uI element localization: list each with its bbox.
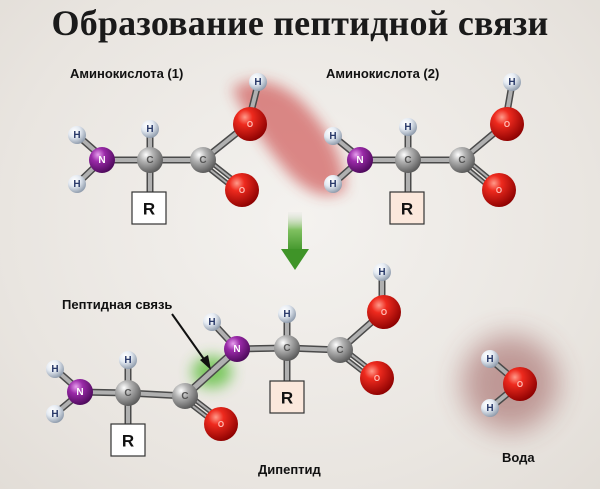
svg-text:O: O (496, 186, 502, 195)
svg-text:H: H (404, 122, 411, 133)
svg-text:N: N (76, 387, 83, 398)
nitrogen-atom: N (89, 147, 115, 173)
hydrogen-atom: H (249, 73, 267, 91)
svg-text:N: N (356, 155, 363, 166)
svg-text:C: C (124, 388, 131, 399)
svg-text:C: C (458, 155, 465, 166)
svg-text:O: O (381, 308, 387, 317)
water-removal-highlight (232, 81, 345, 195)
hydrogen-atom: H (373, 263, 391, 281)
svg-text:C: C (283, 343, 290, 354)
svg-text:H: H (208, 317, 215, 328)
svg-text:R: R (281, 389, 293, 408)
svg-text:H: H (254, 77, 261, 88)
r-group-layer: R R R R (110, 191, 425, 457)
svg-text:H: H (329, 179, 336, 190)
svg-text:H: H (51, 364, 58, 375)
svg-text:H: H (378, 267, 385, 278)
svg-text:H: H (73, 130, 80, 141)
alpha-carbon-atom: C (274, 335, 300, 361)
r-group-box: R (131, 191, 167, 225)
hydroxyl-oxygen-atom: O (367, 295, 401, 329)
svg-text:R: R (143, 200, 155, 219)
svg-text:H: H (508, 77, 515, 88)
nitrogen-atom: N (224, 336, 250, 362)
hydrogen-atom: H (503, 73, 521, 91)
carbonyl-oxygen-atom: O (360, 361, 394, 395)
svg-text:O: O (504, 120, 510, 129)
svg-text:H: H (329, 131, 336, 142)
carbonyl-carbon-atom: C (172, 383, 198, 409)
pointer-line (171, 313, 207, 363)
carbonyl-carbon-atom: C (449, 147, 475, 173)
r-group-box: R (389, 191, 425, 225)
peptide-bond-pointer (171, 313, 211, 370)
svg-text:N: N (233, 344, 240, 355)
svg-text:H: H (51, 409, 58, 420)
svg-text:O: O (517, 380, 523, 389)
alpha-carbon-atom: C (137, 147, 163, 173)
hydrogen-atom: H (324, 127, 342, 145)
hydrogen-atom: H (119, 351, 137, 369)
hydrogen-atom: H (68, 175, 86, 193)
hydrogen-atom: H (278, 305, 296, 323)
nitrogen-atom: N (67, 379, 93, 405)
nitrogen-atom: N (347, 147, 373, 173)
svg-text:O: O (247, 120, 253, 129)
hydrogen-atom: H (203, 313, 221, 331)
hydrogen-atom: H (46, 360, 64, 378)
svg-text:C: C (336, 345, 343, 356)
peptide-bond-label: Пептидная связь (62, 297, 173, 312)
svg-text:H: H (283, 309, 290, 320)
carbonyl-carbon-atom: C (190, 147, 216, 173)
svg-text:H: H (486, 403, 493, 414)
amino-acid-1-label: Аминокислота (1) (70, 66, 184, 81)
hydroxyl-oxygen-atom: O (490, 107, 524, 141)
r-group-box: R (110, 423, 146, 457)
water-oxygen-atom: O (503, 367, 537, 401)
alpha-carbon-atom: C (395, 147, 421, 173)
carbonyl-carbon-atom: C (327, 337, 353, 363)
svg-text:O: O (374, 374, 380, 383)
r-group-box: R (269, 380, 305, 414)
svg-text:C: C (404, 155, 411, 166)
hydrogen-atom: H (68, 126, 86, 144)
svg-text:R: R (401, 200, 413, 219)
atom-layer: H H N H C C H O O H H N H C C H O O H H N H C C O H N H C C H O O H H O (46, 73, 537, 441)
hydroxyl-oxygen-atom: O (233, 107, 267, 141)
carbonyl-oxygen-atom: O (225, 173, 259, 207)
alpha-carbon-atom: C (115, 380, 141, 406)
hydrogen-atom: H (141, 120, 159, 138)
svg-text:R: R (122, 432, 134, 451)
water-label: Вода (502, 450, 535, 465)
svg-text:C: C (146, 155, 153, 166)
hydrogen-atom: H (324, 175, 342, 193)
svg-text:H: H (146, 124, 153, 135)
svg-text:H: H (73, 179, 80, 190)
hydrogen-atom: H (46, 405, 64, 423)
amino-acid-2-label: Аминокислота (2) (326, 66, 440, 81)
carbonyl-oxygen-atom: O (482, 173, 516, 207)
svg-text:O: O (218, 420, 224, 429)
reaction-arrow (281, 212, 309, 270)
svg-text:H: H (486, 354, 493, 365)
svg-text:O: O (239, 186, 245, 195)
hydrogen-atom: H (399, 118, 417, 136)
svg-text:C: C (199, 155, 206, 166)
dipeptide-label: Дипептид (258, 462, 321, 477)
pointer-head (200, 355, 211, 370)
hydrogen-atom: H (481, 399, 499, 417)
carbonyl-oxygen-atom: O (204, 407, 238, 441)
svg-text:C: C (181, 391, 188, 402)
svg-text:N: N (98, 155, 105, 166)
hydrogen-atom: H (481, 350, 499, 368)
page-title: Образование пептидной связи (51, 3, 549, 43)
svg-text:H: H (124, 355, 131, 366)
